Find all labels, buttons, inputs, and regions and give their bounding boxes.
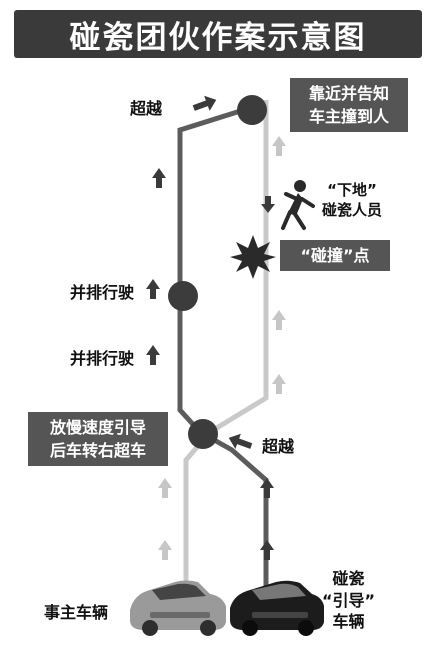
approach-callout-line-2: 车主撞到人 <box>308 107 389 127</box>
node-middle <box>168 281 198 311</box>
arrow-left-icon <box>228 433 253 449</box>
node-bottom <box>188 419 218 449</box>
arrow-up-icon <box>158 136 286 560</box>
arrow-up-icon <box>146 168 274 560</box>
parallel-driving-label-1: 并排行驶 <box>70 283 135 302</box>
slow-down-callout-line-2: 后车转右超车 <box>49 441 146 461</box>
node-top <box>237 95 267 125</box>
car-icon <box>230 580 324 636</box>
fall-label: “下地” 碰瓷人员 <box>322 180 382 221</box>
slow-down-callout-line-1: 放慢速度引导 <box>49 418 146 437</box>
overtake-label-bottom: 超越 <box>262 437 295 456</box>
collision-point-callout: “碰撞”点 <box>280 240 390 272</box>
victim-car-label: 事主车辆 <box>44 603 109 622</box>
lead-car-label-line-1: 碰瓷 <box>332 569 365 588</box>
lead-car-path <box>177 105 269 592</box>
collision-burst-icon <box>230 235 276 279</box>
approach-callout: 靠近并告知 车主撞到人 <box>290 78 408 133</box>
lead-car-label-line-3: 车辆 <box>332 612 365 632</box>
fall-label-line-2: 碰瓷人员 <box>322 201 383 220</box>
person-falling-icon <box>281 180 315 230</box>
arrow-down-icon <box>261 196 275 213</box>
parallel-driving-label-2: 并排行驶 <box>70 349 135 368</box>
overtake-label-top: 超越 <box>130 99 163 118</box>
approach-callout-line-1: 靠近并告知 <box>308 84 389 103</box>
fall-label-line-1: “下地” <box>327 181 377 199</box>
page-title: 碰瓷团伙作案示意图 <box>69 19 367 56</box>
slow-down-callout: 放慢速度引导 后车转右超车 <box>28 412 168 467</box>
lead-car-label: 碰瓷 “引导” 车辆 <box>322 568 375 633</box>
arrow-right-icon <box>192 95 217 111</box>
lead-car-label-line-2: “引导” <box>322 590 376 610</box>
car-icon <box>130 580 226 636</box>
title-bar: 碰瓷团伙作案示意图 <box>14 10 422 58</box>
victim-car-path <box>183 100 269 592</box>
